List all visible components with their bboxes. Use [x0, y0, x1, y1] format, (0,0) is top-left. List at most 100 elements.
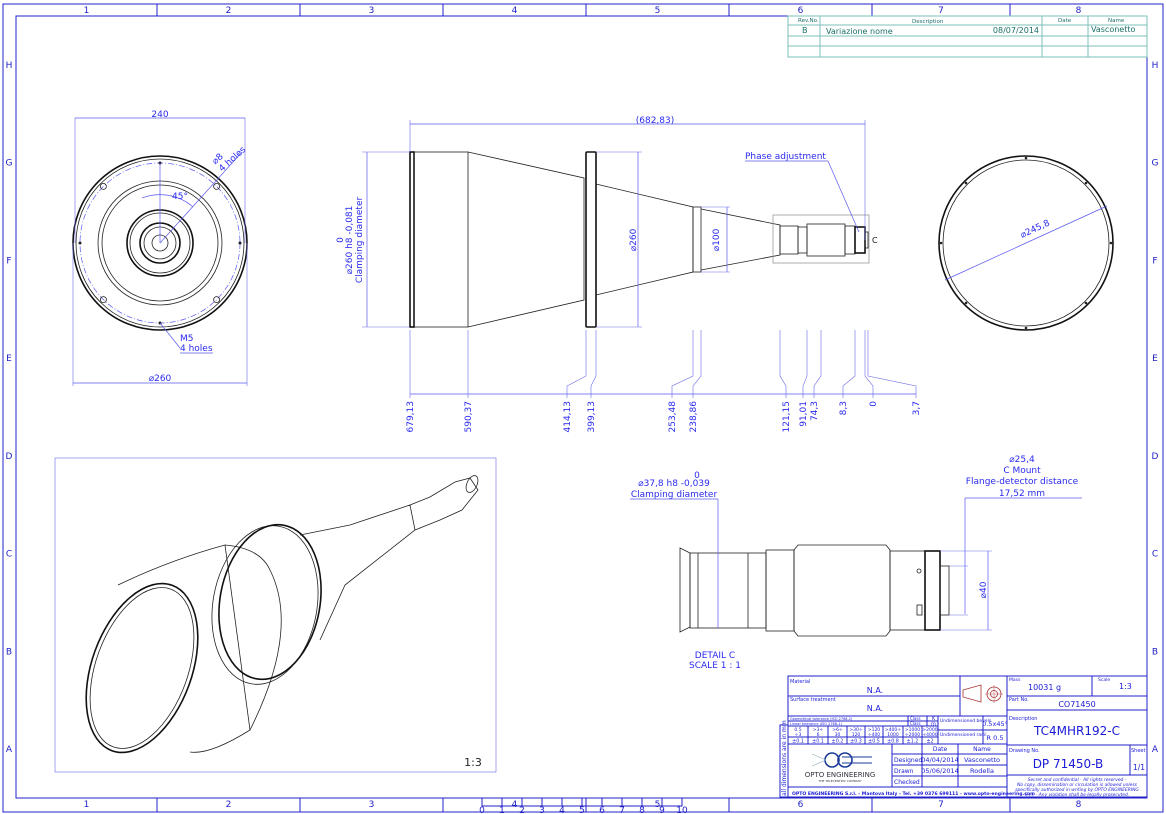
tolerance-range: >3÷	[813, 727, 824, 733]
zone-column-8: 8	[1076, 6, 1082, 16]
station-dimension: 74,3	[810, 401, 820, 421]
zone-row-B: B	[6, 647, 12, 657]
detail-clamp-label: Clamping diameter	[631, 490, 718, 500]
side-view: C (682,83) 0 ⌀260 h8 -0,081 Clamping dia…	[336, 116, 922, 433]
station-dimension: 679,13	[406, 401, 416, 433]
station-dimension: 414,13	[563, 401, 573, 433]
rear-diameter-dimension: ⌀245,8	[1019, 218, 1052, 240]
company-footer: OPTO ENGINEERING S.r.l. - Mantova Italy …	[792, 791, 1035, 797]
tolerance-value: ±0.3	[850, 739, 862, 745]
overall-length-dimension: (682,83)	[636, 116, 675, 126]
detail-c-title: DETAIL C	[695, 651, 735, 661]
confidential-line: S.r.l. - Any violation shall be legally …	[1025, 792, 1129, 798]
zone-column-8: 8	[1076, 800, 1082, 810]
geometric-tolerance-label: Geometrical tolerance (ISO 2768-2)	[790, 717, 853, 721]
drawn-name: Rodella	[970, 767, 994, 775]
material-label: Material	[790, 679, 810, 685]
zone-row-F: F	[1152, 256, 1157, 266]
zone-row-E: E	[6, 354, 12, 364]
material-value: N.A.	[867, 686, 883, 695]
station-extension-line	[864, 330, 874, 398]
surface-treatment-label: Surface treatment	[790, 697, 836, 703]
tolerance-range: >6÷	[832, 727, 843, 733]
station-dimension: 0	[869, 401, 879, 407]
detail-clamp-tolerance-upper: 0	[694, 471, 700, 481]
station-dimension: 121,15	[782, 401, 792, 433]
zone-row-A: A	[1152, 745, 1159, 755]
checked-label: Checked	[894, 779, 920, 786]
station-extension-line	[802, 330, 808, 398]
tolerance-value: ±1.2	[907, 739, 919, 745]
tolerance-range: >2000	[922, 727, 937, 733]
station-extension-line	[842, 330, 856, 398]
title-block: all dimensions are in mm Material N.A. S…	[779, 675, 1148, 798]
flange-distance-label: Flange-detector distance	[966, 477, 1079, 487]
zone-column-6: 6	[798, 6, 804, 16]
bevels-label: Undimensioned bevels	[940, 718, 992, 724]
flange-diameter-dimension: ⌀260	[629, 228, 639, 251]
designed-date: 04/04/2014	[921, 756, 958, 764]
iso-view-scale: 1:3	[464, 756, 482, 769]
description-label: Description	[1009, 716, 1037, 722]
zone-column-1: 1	[84, 6, 90, 16]
zone-column-3: 3	[369, 800, 375, 810]
front-view: 240 45° ⌀8 4 holes M5 4 holes ⌀260	[72, 110, 248, 386]
confidential-line: No copy, dissemination or circulation is…	[1017, 782, 1138, 788]
tolerance-value: ±0.8	[887, 739, 899, 745]
tolerance-range: 1000	[887, 732, 899, 738]
tolerance-range: >30÷	[849, 727, 862, 733]
station-dimension: 238,86	[689, 401, 699, 433]
designed-label: Designed	[894, 757, 922, 764]
part-no-value: CO71450	[1058, 700, 1095, 709]
detail-clamp-diameter-dimension: ⌀37,8 h8 -0,039	[638, 479, 710, 489]
zone-row-H: H	[1152, 61, 1159, 71]
tolerance-value: ±2	[926, 739, 933, 745]
zone-column-6: 6	[798, 800, 804, 810]
scale-bar-label: 4	[559, 806, 565, 814]
revision-row: B Variazione nome 08/07/2014 Vasconetto	[802, 25, 1135, 36]
detail-c-marker: C	[872, 236, 878, 245]
zone-row-A: A	[6, 745, 13, 755]
zone-column-2: 2	[226, 6, 232, 16]
units-note: all dimensions are in mm	[781, 720, 788, 796]
drawn-date: 05/06/2014	[921, 767, 958, 775]
flange-distance-value: 17,52 mm	[999, 489, 1045, 499]
zone-column-5: 5	[655, 800, 661, 810]
station-extension-line	[867, 330, 917, 398]
station-dimension: 91,01	[799, 401, 809, 427]
zone-row-H: H	[6, 61, 13, 71]
tolerance-range: 120	[852, 732, 861, 738]
date-header: Date	[933, 746, 948, 753]
station-extension-line	[590, 330, 597, 398]
tolerance-value: ±0.1	[812, 739, 824, 745]
zone-row-D: D	[1152, 452, 1159, 462]
clamp-diameter-label: Clamping diameter	[355, 197, 365, 284]
tolerance-range: ÷3	[795, 732, 802, 738]
zone-row-D: D	[6, 452, 13, 462]
scale-label: Scale	[1098, 677, 1110, 683]
neck-diameter-dimension: ⌀100	[712, 228, 722, 251]
station-dimension: 253,48	[668, 401, 678, 433]
scale-value: 1:3	[1119, 682, 1132, 691]
station-extension-line	[813, 330, 822, 398]
rev-name-header: Name	[1108, 18, 1125, 24]
sheet-frame	[2, 3, 1164, 813]
zone-row-G: G	[1152, 159, 1159, 169]
zone-column-3: 3	[369, 6, 375, 16]
sheet-label: Sheet	[1131, 748, 1145, 754]
rev-description-header: Description	[912, 19, 944, 25]
confidential-line: Secret and confidential - All rights res…	[1028, 777, 1127, 783]
zone-column-4: 4	[512, 800, 518, 810]
scale-bar-label: 7	[619, 806, 625, 814]
thread-label: M5	[180, 334, 194, 344]
rev-description: Variazione nome	[826, 27, 893, 36]
detail-c-scale: SCALE 1 : 1	[689, 661, 741, 671]
revision-table: Rev.No. Description Date Name B Variazio…	[787, 15, 1148, 58]
tolerance-value: ±0.1	[792, 739, 804, 745]
zone-column-1: 1	[84, 800, 90, 810]
station-extension-line	[566, 330, 587, 398]
tolerance-range: 0.5	[794, 727, 801, 733]
zone-row-G: G	[6, 159, 13, 169]
